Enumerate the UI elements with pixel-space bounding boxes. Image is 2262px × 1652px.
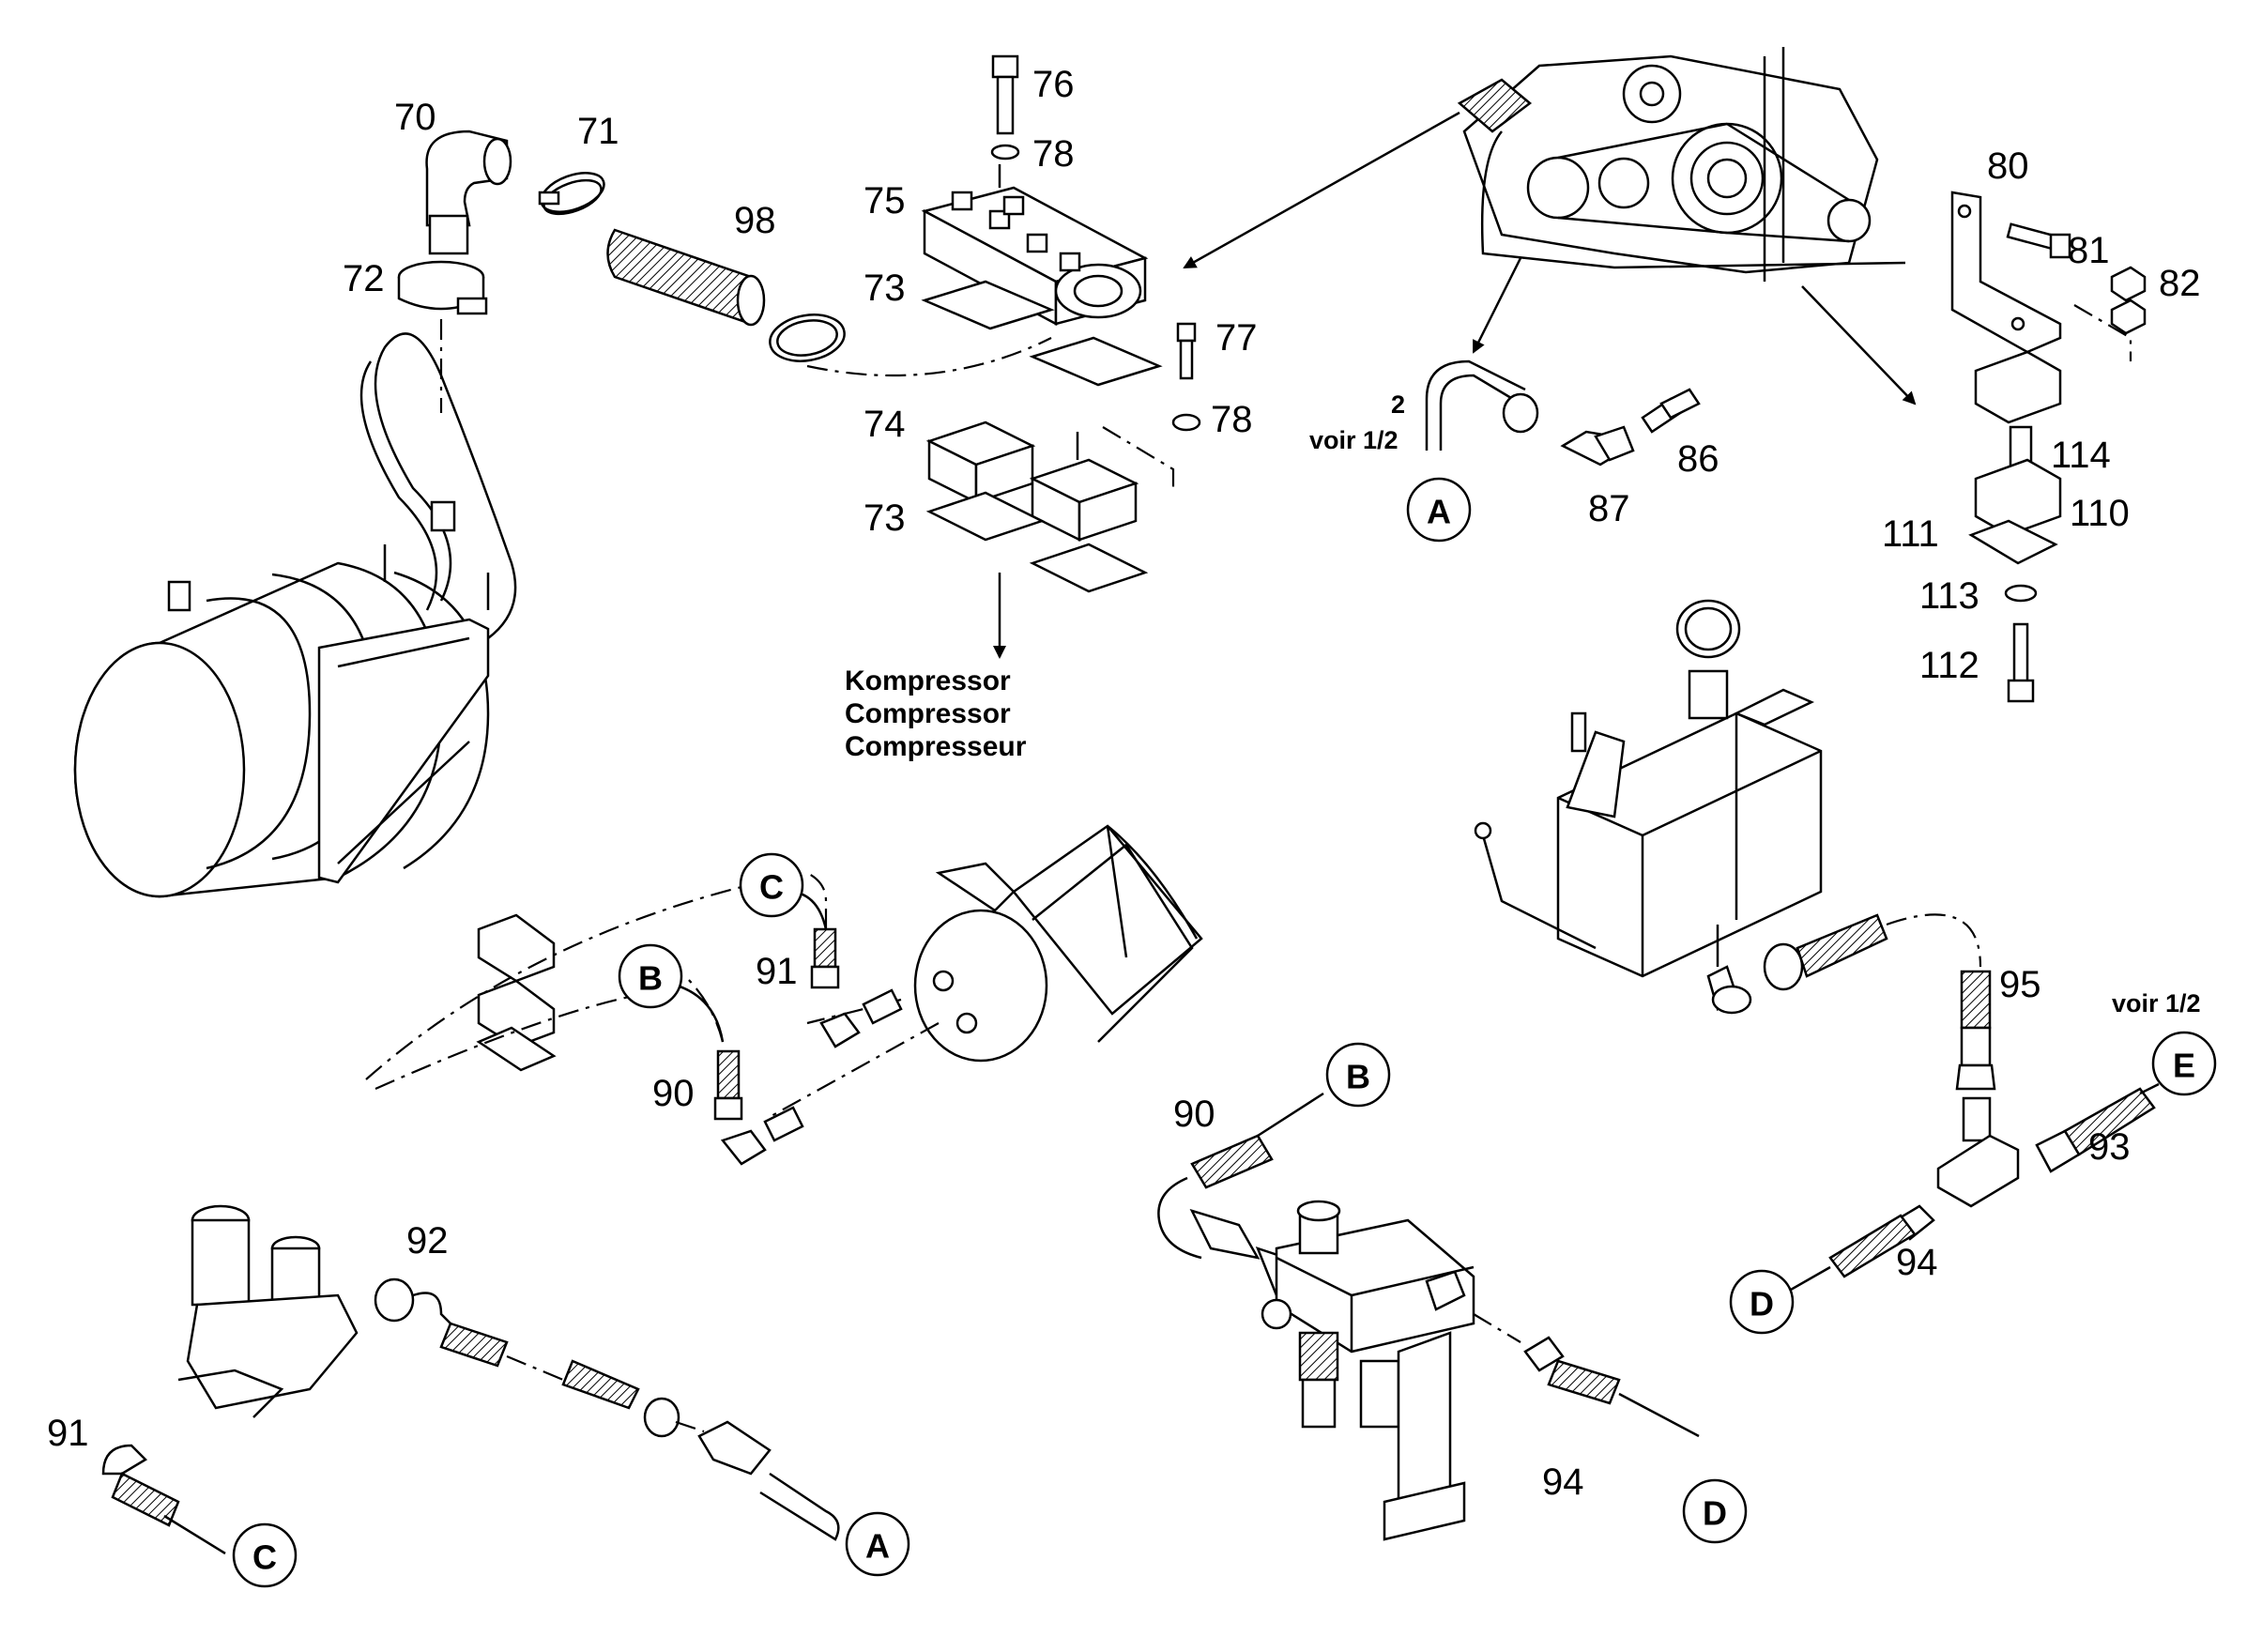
connector-b-middle: B — [1325, 1042, 1391, 1108]
callout-72: 72 — [343, 258, 385, 299]
svg-text:E: E — [2173, 1047, 2195, 1085]
svg-text:D: D — [1750, 1285, 1774, 1323]
callout-114: 114 — [2051, 435, 2111, 476]
control-valve-box — [1474, 599, 1823, 978]
fitting-91-left — [810, 927, 903, 1048]
manifold-75 — [921, 186, 1149, 327]
callout-94-right: 94 — [1896, 1242, 1938, 1283]
callout-76: 76 — [1032, 64, 1075, 105]
hose-95 — [1763, 913, 1996, 1091]
bolt-76 — [990, 54, 1020, 161]
fitting-86 — [1641, 388, 1701, 434]
callout-73-bottom: 73 — [864, 497, 906, 539]
nuts-82 — [2110, 266, 2147, 335]
svg-text:A: A — [865, 1527, 890, 1566]
bolt-81 — [2006, 222, 2071, 259]
bracket-clamp-left — [476, 913, 557, 1072]
connector-d-bottom: D — [1682, 1478, 1748, 1544]
compressor-label-de: Kompressor — [845, 665, 1011, 696]
connector-c-upper: C — [739, 852, 804, 918]
engine-illustration — [1457, 47, 1906, 282]
svg-text:B: B — [1346, 1058, 1370, 1096]
hose-94-right — [1828, 1204, 1935, 1278]
svg-text:C: C — [252, 1538, 277, 1577]
voir-note-a: voir 1/2 — [1309, 426, 1398, 454]
callout-95: 95 — [1999, 964, 2041, 1005]
callout-90-middle: 90 — [1173, 1094, 1215, 1135]
callout-111: 111 — [1882, 513, 1939, 555]
plate-111 — [1968, 519, 2058, 565]
hose-clamp-71 — [538, 172, 605, 216]
tee-fitting — [1936, 1096, 2020, 1208]
bolt-112 — [2007, 622, 2035, 703]
callout-113: 113 — [1919, 575, 1979, 617]
svg-text:D: D — [1703, 1494, 1727, 1533]
svg-text:C: C — [759, 868, 784, 907]
callout-98: 98 — [734, 200, 776, 241]
connector-c-lower: C — [232, 1522, 298, 1588]
callout-82: 82 — [2159, 263, 2201, 304]
callout-78-top: 78 — [1032, 133, 1075, 175]
callout-75: 75 — [864, 180, 906, 222]
filter-regulator-unit — [1157, 1134, 1475, 1541]
callout-94-middle: 94 — [1542, 1461, 1584, 1503]
connector-a-top: A — [1406, 477, 1472, 543]
callout-71: 71 — [577, 111, 619, 152]
gasket-73-top — [921, 280, 1163, 387]
fitting-87 — [1560, 425, 1635, 467]
callout-87: 87 — [1588, 488, 1630, 529]
voir-note-a-number: 2 — [1391, 390, 1405, 419]
clamp-block-upper — [1974, 350, 2062, 424]
voir-note-e: voir 1/2 — [2112, 989, 2201, 1017]
clamp-block-110 — [1974, 458, 2062, 537]
hose-92 — [374, 1277, 680, 1438]
compressor-label-fr: Compresseur — [845, 731, 1027, 762]
connector-e: E — [2151, 1031, 2217, 1096]
svg-text:A: A — [1427, 493, 1451, 531]
callout-110: 110 — [2070, 493, 2130, 534]
callout-70: 70 — [394, 97, 436, 138]
callout-112: 112 — [1919, 645, 1979, 686]
callout-77: 77 — [1215, 317, 1258, 359]
bolt-77 — [1171, 322, 1201, 432]
callout-91-left: 91 — [756, 951, 798, 992]
valve-assembly — [177, 1204, 359, 1418]
elbow-hose-70 — [425, 130, 512, 255]
hose-93 — [2035, 1087, 2156, 1173]
connector-b-left: B — [618, 943, 683, 1009]
fitting-90-left — [713, 1049, 804, 1166]
callout-91-bottom: 91 — [47, 1413, 89, 1454]
callout-80: 80 — [1987, 145, 2029, 187]
fitting-91-bottom — [101, 1444, 180, 1527]
callout-92: 92 — [406, 1220, 449, 1262]
callout-74: 74 — [864, 404, 906, 445]
washer-113 — [2004, 584, 2038, 603]
callout-93: 93 — [2088, 1126, 2131, 1168]
bracket-80 — [1950, 191, 2062, 354]
air-filter-assembly — [73, 332, 517, 898]
receiver-tank — [913, 824, 1203, 1063]
callout-90-left: 90 — [652, 1073, 695, 1114]
connector-d-right: D — [1729, 1269, 1795, 1335]
pipe-2 — [1425, 359, 1539, 451]
callout-73-top: 73 — [864, 268, 906, 309]
coupling-a-left — [697, 1420, 840, 1541]
hose-94-middle — [1523, 1336, 1621, 1405]
callout-78-bottom: 78 — [1211, 399, 1253, 440]
callout-81: 81 — [2068, 230, 2110, 271]
callout-86: 86 — [1677, 438, 1719, 480]
hose-clamp-72 — [397, 260, 488, 315]
mount-block-74 — [925, 421, 1139, 543]
compressor-label-en: Compressor — [845, 698, 1011, 729]
svg-text:B: B — [638, 959, 663, 998]
fitting-elbow-right — [1706, 965, 1752, 1015]
connector-a-bottom: A — [845, 1511, 910, 1577]
hose-98 — [606, 228, 846, 362]
gasket-73-bottom — [925, 491, 1149, 593]
